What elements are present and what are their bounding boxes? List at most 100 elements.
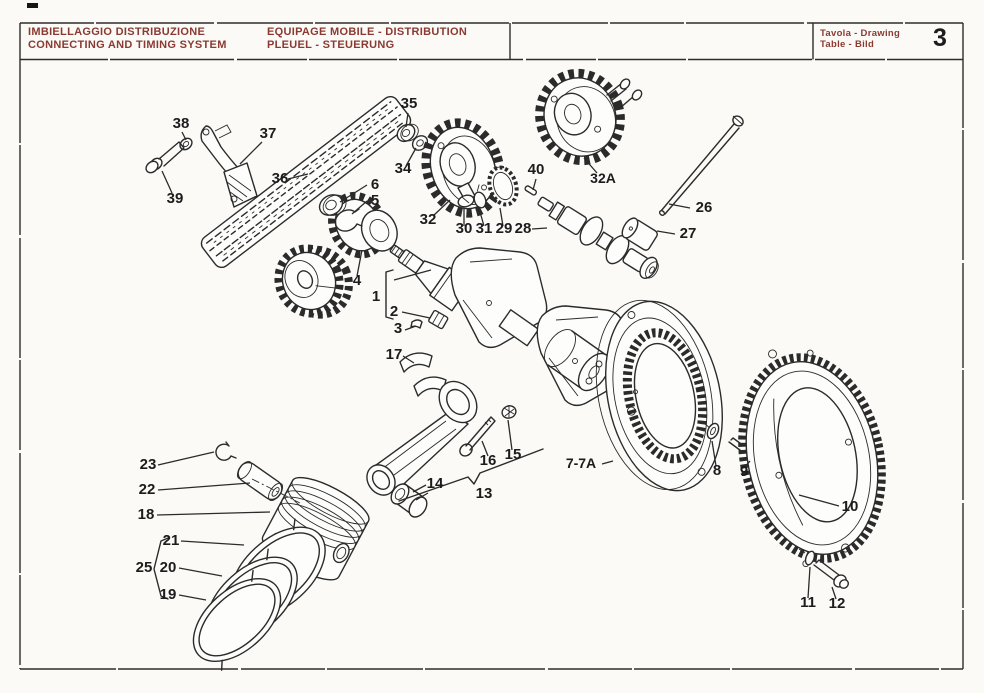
leader-line — [178, 594, 207, 601]
callout-label-14: 14 — [427, 475, 444, 492]
callout-34: 34 — [395, 147, 417, 177]
table-label-line1: Tavola - Drawing — [820, 28, 901, 39]
tab-washer-31 — [473, 184, 487, 209]
callout-label-35: 35 — [401, 95, 418, 112]
leader-line — [401, 311, 431, 319]
callout-3: 3 — [394, 320, 417, 337]
callout-label-21: 21 — [163, 532, 180, 549]
callout-label-29: 29 — [496, 220, 513, 237]
leader-line — [157, 451, 215, 466]
callout-31: 31 — [476, 211, 493, 237]
ring-gear-10 — [738, 349, 886, 568]
callout-12: 12 — [829, 586, 845, 612]
callout-label-19: 19 — [160, 586, 177, 603]
title-english: CONNECTING AND TIMING SYSTEM — [28, 39, 227, 51]
thrust-washer-35 — [396, 123, 419, 143]
leader-line — [156, 511, 271, 516]
callout-8: 8 — [711, 440, 721, 479]
callout-25: 25 — [136, 559, 153, 576]
callout-label-16: 16 — [480, 452, 497, 469]
page-frame — [19, 3, 964, 670]
callout-14: 14 — [412, 475, 444, 501]
table-label: Tavola - Drawing Table - Bild — [820, 28, 900, 50]
flywheel-7 — [595, 299, 723, 492]
callout-35: 35 — [401, 95, 418, 128]
cam-chain — [200, 95, 412, 269]
leader-line — [481, 440, 489, 457]
gear-bolt-12 — [813, 559, 850, 589]
callout-20: 20 — [160, 559, 223, 577]
callout-1: 1 — [372, 269, 432, 305]
bush-30 — [457, 182, 476, 208]
callout-label-20: 20 — [160, 559, 177, 576]
rod-bolt-16 — [459, 416, 496, 457]
callout-21: 21 — [163, 532, 245, 549]
callout-32: 32 — [420, 199, 451, 228]
bracket-1 — [385, 269, 394, 320]
leader-line — [531, 227, 548, 230]
callout-label-5: 5 — [371, 192, 379, 209]
leader-line — [499, 207, 504, 227]
callout-label-8: 8 — [713, 462, 721, 479]
leader-line — [351, 200, 368, 215]
callout-label-6: 6 — [371, 176, 379, 193]
callout-label-32: 32 — [420, 211, 437, 228]
drawing-number: 3 — [933, 24, 947, 52]
timing-sprocket-32a — [535, 68, 643, 166]
small-end-bush-14 — [390, 483, 428, 518]
woodruff-key-40 — [524, 185, 538, 196]
callout-28: 28 — [515, 220, 548, 237]
piston-pin-22 — [236, 460, 284, 502]
leader-line — [711, 440, 717, 467]
callout-29: 29 — [496, 207, 513, 237]
callout-label-32A: 32A — [590, 170, 616, 186]
title-german: PLEUEL - STEUERUNG — [267, 39, 395, 51]
connecting-rod — [366, 380, 478, 496]
callout-label-37: 37 — [260, 125, 277, 142]
leader-line — [339, 184, 368, 203]
leader-line — [532, 178, 537, 191]
bracket-25 — [153, 537, 169, 600]
callout-label-39: 39 — [167, 190, 184, 207]
callout-40: 40 — [528, 161, 544, 191]
callout-label-31: 31 — [476, 220, 493, 237]
bracket-13 — [398, 448, 544, 502]
leader-line — [412, 484, 427, 493]
callout-label-4: 4 — [353, 272, 362, 289]
flywheel-washer-8 — [704, 422, 720, 440]
leader-line — [180, 540, 245, 546]
callout-label-7-7A: 7-7A — [566, 455, 596, 471]
pin-axis-line — [251, 478, 301, 504]
leader-line — [415, 492, 429, 501]
title-block-left: IMBIELLAGGIO DISTRIBUZIONE CONNECTING AN… — [28, 26, 227, 52]
registration-mark — [27, 3, 38, 8]
callout-label-34: 34 — [395, 160, 412, 177]
callout-9: 9 — [740, 460, 751, 480]
table-label-line2: Table - Bild — [820, 39, 875, 50]
callout-label-36: 36 — [272, 170, 289, 187]
leader-line — [583, 157, 598, 174]
callout-label-15: 15 — [505, 446, 522, 463]
callout-7-7A: 7-7A — [566, 455, 614, 471]
leader-line — [432, 199, 451, 217]
title-block-center: EQUIPAGE MOBILE - DISTRIBUTION PLEUEL - … — [267, 26, 467, 52]
callout-26: 26 — [668, 199, 712, 216]
leader-line — [601, 460, 614, 465]
callout-37: 37 — [239, 125, 277, 165]
pushrod-26 — [658, 115, 744, 216]
crank-nut-2 — [428, 309, 449, 330]
camshaft-sprocket-32 — [421, 118, 505, 218]
callout-38: 38 — [173, 115, 189, 141]
callout-label-1: 1 — [372, 288, 380, 305]
callout-10: 10 — [798, 494, 858, 515]
sprocket-bolts — [606, 78, 643, 109]
bearing-shells-17 — [399, 352, 447, 397]
callout-label-18: 18 — [138, 506, 155, 523]
callout-label-3: 3 — [394, 320, 402, 337]
leader-line — [405, 112, 409, 128]
callout-16: 16 — [480, 440, 497, 469]
leader-line — [157, 482, 251, 491]
leader-line — [178, 567, 223, 577]
